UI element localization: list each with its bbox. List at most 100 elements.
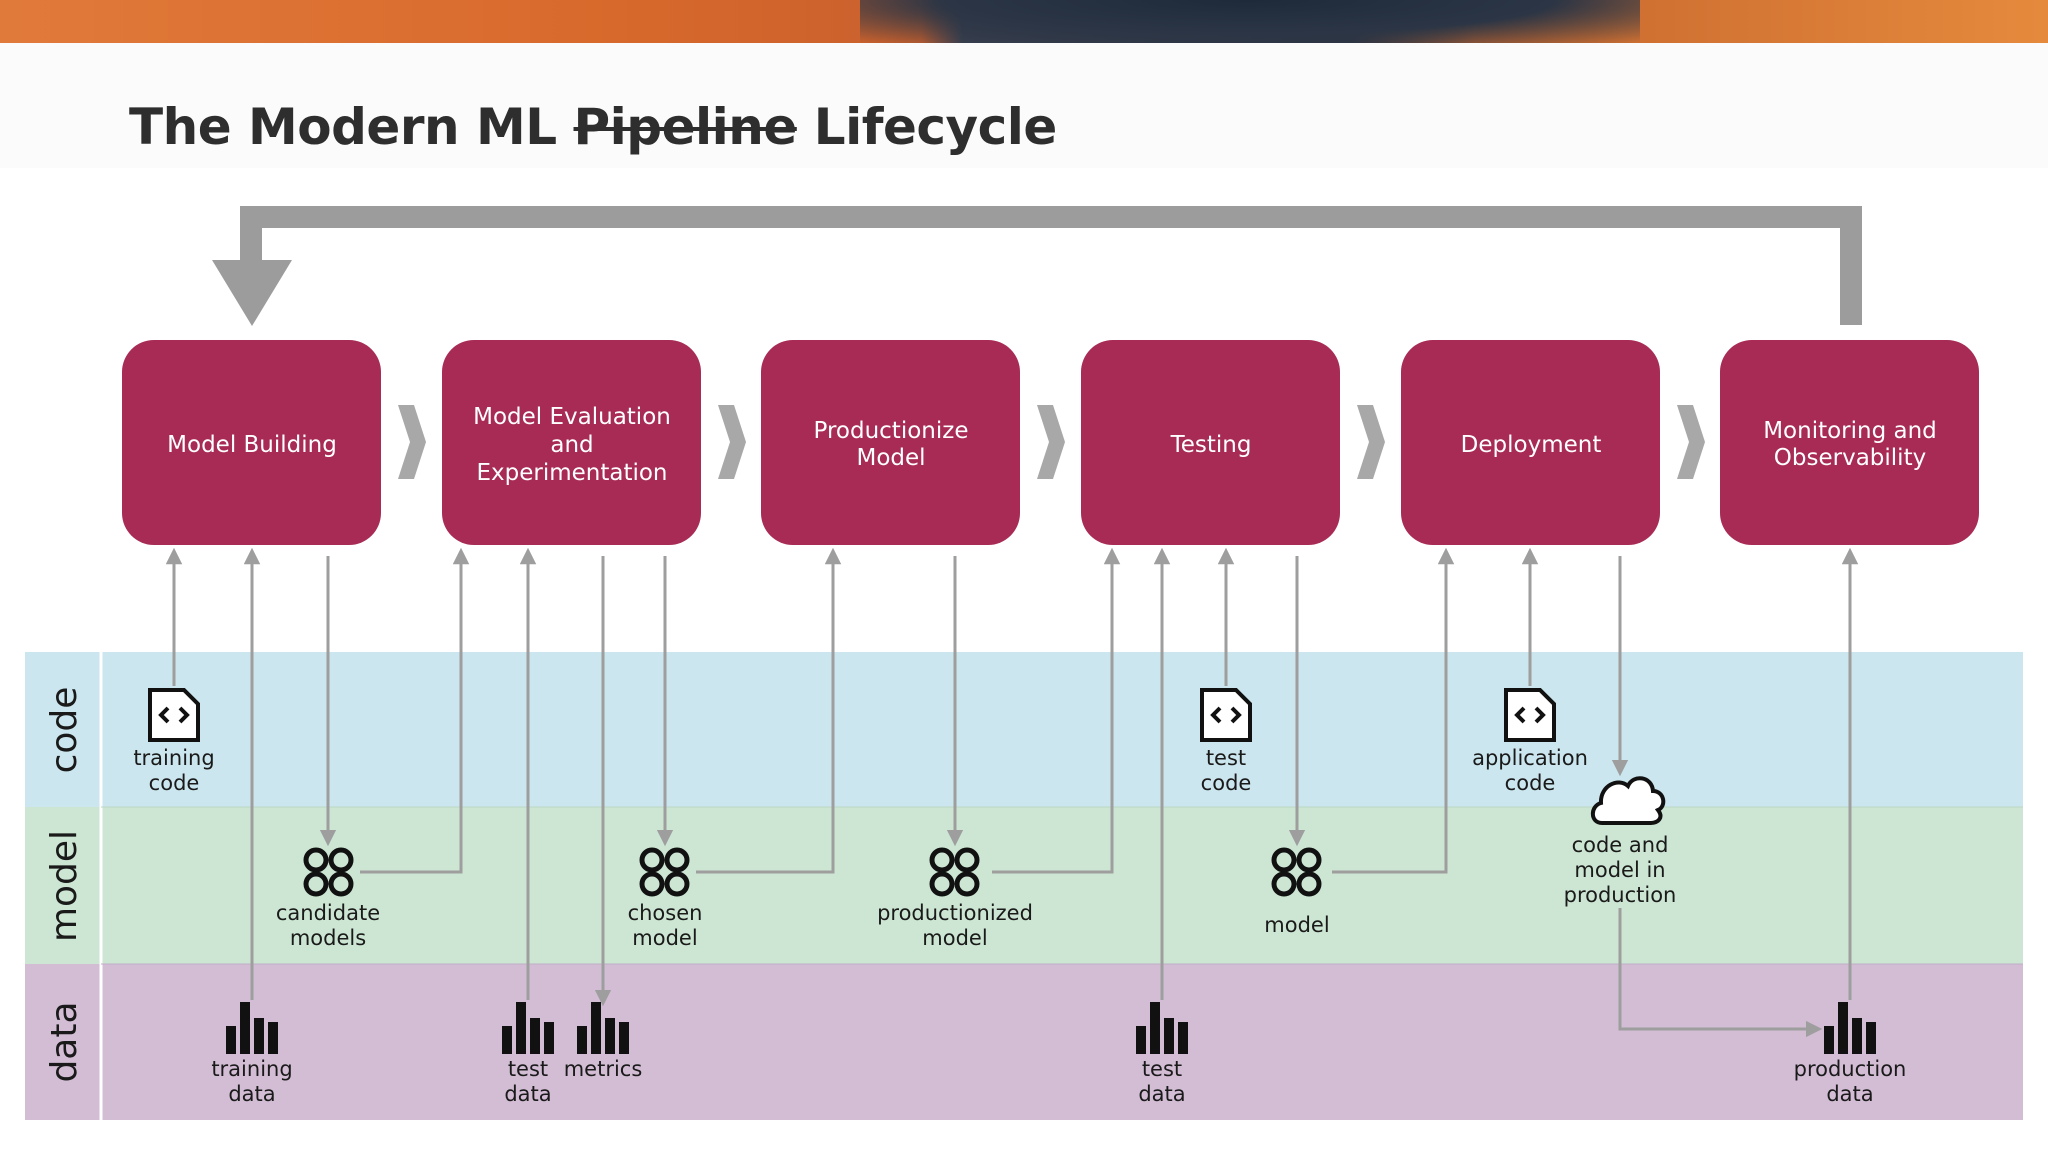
bar-chart-icon xyxy=(1136,1002,1188,1054)
artifact-label: data xyxy=(504,1082,551,1106)
model-cluster-icon xyxy=(639,847,690,897)
svg-text:model: model xyxy=(1264,913,1329,937)
code-file-icon xyxy=(1504,688,1556,742)
data-lane xyxy=(25,964,2023,1120)
chevron-right-icon xyxy=(718,405,746,479)
bar-chart-icon xyxy=(1824,1002,1876,1054)
stage-label: Model Building xyxy=(167,432,337,458)
title-strip xyxy=(0,43,2048,168)
model-lane xyxy=(25,807,2023,964)
stage-label: Monitoring and xyxy=(1763,418,1937,444)
artifact-label: model xyxy=(1264,913,1329,937)
artifact-label: test xyxy=(1206,746,1246,770)
code-file-icon xyxy=(148,688,200,742)
code-file-icon xyxy=(1200,688,1252,742)
artifact-label: training xyxy=(133,746,214,770)
artifact-label: code xyxy=(1505,771,1556,795)
artifact-label: production xyxy=(1794,1057,1907,1081)
svg-text:Deployment: Deployment xyxy=(1461,432,1602,458)
artifact-label: test xyxy=(508,1057,548,1081)
svg-text:Model Building: Model Building xyxy=(167,432,337,458)
artifact-label: candidate xyxy=(276,901,380,925)
code-lane xyxy=(25,652,2023,807)
chevron-right-icon xyxy=(1357,405,1385,479)
artifact-label: model in xyxy=(1574,858,1665,882)
lane-label-data: data xyxy=(44,1001,85,1082)
decorative-banner xyxy=(0,0,2048,43)
stage-testing: Testing xyxy=(1081,340,1340,545)
svg-text:Testing: Testing xyxy=(1170,432,1252,458)
title-part-after: Lifecycle xyxy=(796,98,1058,156)
stage-label: Deployment xyxy=(1461,432,1602,458)
bar-chart-icon xyxy=(502,1002,554,1054)
artifact-label: code and xyxy=(1572,833,1669,857)
artifact-label: application xyxy=(1472,746,1588,770)
artifact-label: data xyxy=(228,1082,275,1106)
stage-label: and xyxy=(550,432,593,458)
artifact-label: code xyxy=(1201,771,1252,795)
stage-label: Experimentation xyxy=(476,460,667,486)
chevron-right-icon xyxy=(1677,405,1705,479)
artifact-label: model xyxy=(922,926,987,950)
stage-label: Productionize xyxy=(814,418,969,444)
artifact-label: productionized xyxy=(877,901,1033,925)
swimlanes: code model data xyxy=(25,652,2023,1120)
artifact-label: metrics xyxy=(564,1057,643,1081)
lane-label-model: model xyxy=(44,830,85,942)
artifact-label: model xyxy=(632,926,697,950)
artifact-label: production xyxy=(1564,883,1677,907)
chevron-right-icon xyxy=(398,405,426,479)
stage-label: Testing xyxy=(1170,432,1252,458)
chevron-right-icon xyxy=(1037,405,1065,479)
page-title: The Modern ML Pipeline Lifecycle xyxy=(129,98,1057,156)
stage-model-building: Model Building xyxy=(122,340,381,545)
connectors xyxy=(165,547,1859,1038)
artifact-label: test xyxy=(1142,1057,1182,1081)
model-cluster-icon xyxy=(303,847,354,897)
bar-chart-icon xyxy=(226,1002,278,1054)
artifact-label: data xyxy=(1826,1082,1873,1106)
stage-deployment: Deployment xyxy=(1401,340,1660,545)
model-cluster-icon xyxy=(929,847,980,897)
bar-chart-icon xyxy=(577,1002,629,1054)
artifact-label: code xyxy=(149,771,200,795)
title-part-before: The Modern ML xyxy=(129,98,574,156)
title-struck-word: Pipeline xyxy=(573,98,798,156)
stage-label: Model xyxy=(856,445,925,471)
model-cluster-icon xyxy=(1271,847,1322,897)
artifact-label: data xyxy=(1138,1082,1185,1106)
stage-label: Model Evaluation xyxy=(473,404,671,430)
stage-chevrons xyxy=(398,405,1705,479)
artifact-label: chosen xyxy=(628,901,703,925)
lane-label-code: code xyxy=(44,687,85,774)
stage-label: Observability xyxy=(1774,445,1926,471)
artifact-label: models xyxy=(290,926,366,950)
feedback-loop-arrow xyxy=(212,206,1862,326)
svg-text:metrics: metrics xyxy=(564,1057,643,1081)
artifact-label: training xyxy=(211,1057,292,1081)
